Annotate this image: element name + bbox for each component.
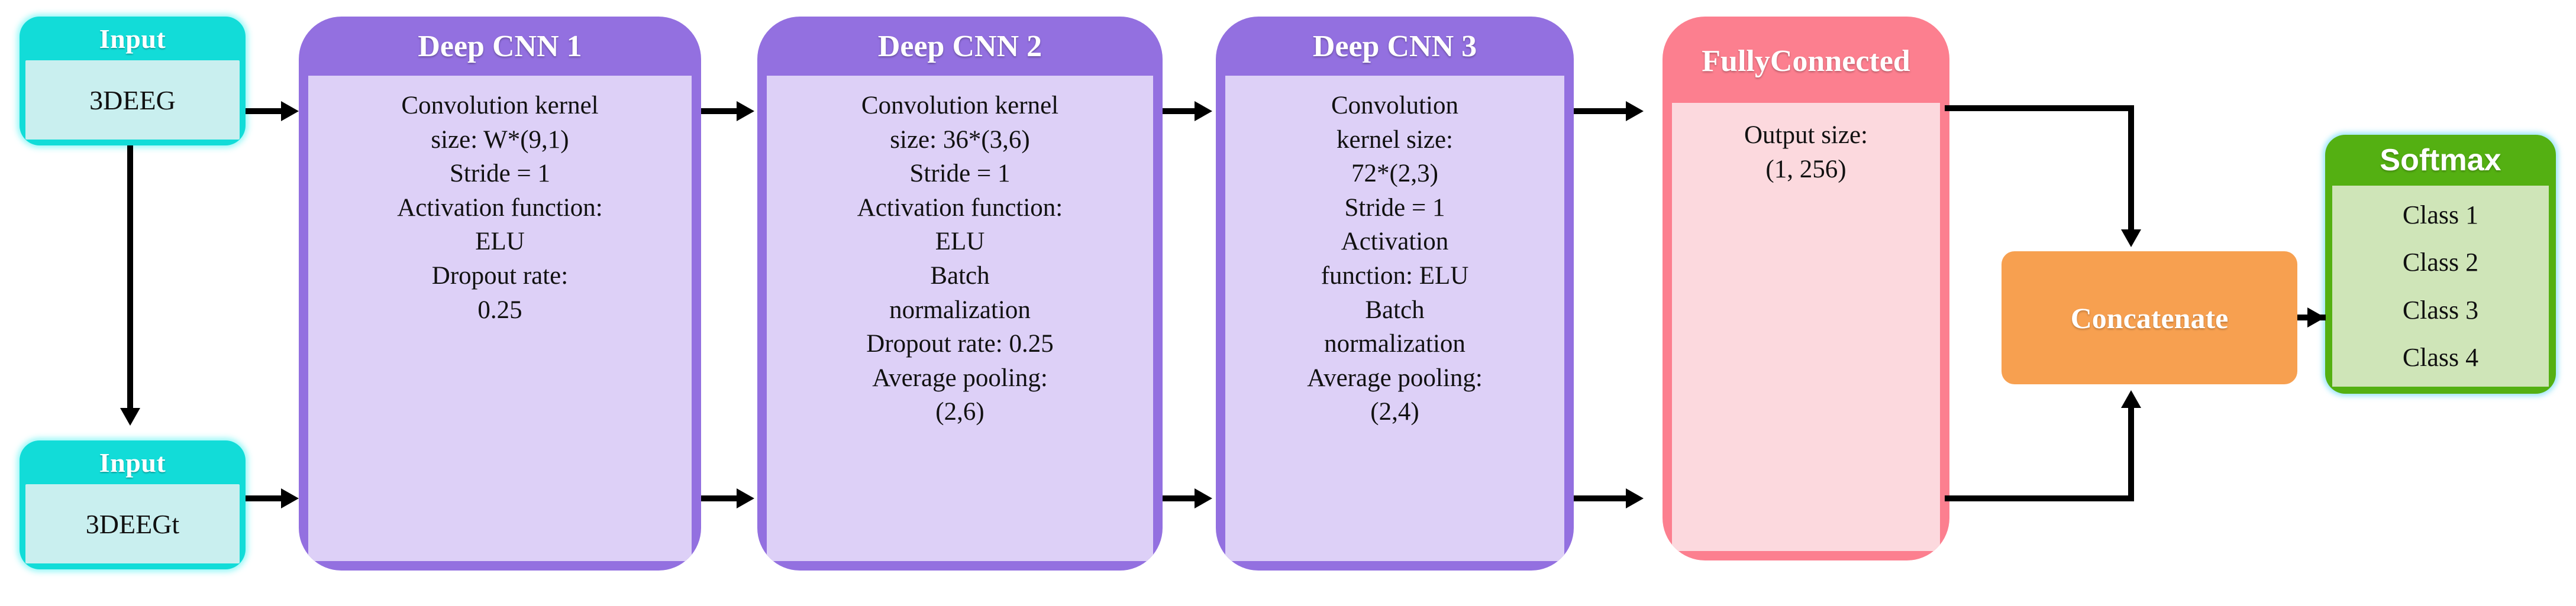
deep-cnn-3-block: Deep CNN 3 Convolution kernel size: 72*(… [1216, 17, 1574, 571]
deep-cnn-2-line: Stride = 1 [909, 160, 1011, 188]
arrow-line-input1-to-cnn1 [246, 108, 283, 114]
deep-cnn-2-line: Dropout rate: 0.25 [866, 330, 1054, 358]
arrow-head-fc-top-to-concatenate [2121, 229, 2141, 247]
deep-cnn-3-line: kernel size: [1337, 125, 1453, 154]
softmax-class-item: Class 2 [2402, 248, 2479, 277]
arrow-line-cnn1-to-cnn2-top [701, 108, 739, 114]
arrow-head-concatenate-to-softmax [2307, 307, 2325, 328]
arrow-head-input1-to-input2 [120, 408, 140, 426]
deep-cnn-2-line: normalization [889, 296, 1031, 324]
arrow-line-fc-top-vertical [2128, 105, 2134, 231]
fully-connected-header-line1: Fully [1702, 44, 1770, 78]
deep-cnn-2-body: Convolution kernel size: 36*(3,6) Stride… [767, 76, 1153, 561]
fully-connected-body: Output size: (1, 256) [1672, 103, 1940, 551]
arrow-head-cnn2-to-cnn3-top [1195, 101, 1212, 121]
softmax-header: Softmax [2380, 143, 2501, 177]
fully-connected-header: Fully Connected [1663, 17, 1949, 103]
concatenate-block: Concatenate [2002, 251, 2297, 384]
softmax-classes-list: Class 1 Class 2 Class 3 Class 4 [2332, 186, 2549, 387]
arrow-line-cnn2-to-cnn3-bottom [1163, 495, 1197, 501]
deep-cnn-1-line: Dropout rate: [431, 262, 569, 290]
deep-cnn-2-line: Batch [930, 262, 990, 290]
deep-cnn-3-line: 72*(2,3) [1351, 160, 1438, 188]
concatenate-label: Concatenate [2070, 301, 2229, 335]
arrow-line-input2-to-cnn1 [246, 495, 283, 501]
input-block-3deegt: Input 3DEEGt [20, 440, 246, 569]
deep-cnn-3-body: Convolution kernel size: 72*(2,3) Stride… [1225, 76, 1564, 561]
input-block-3deeg-header: Input [99, 23, 166, 54]
softmax-class-item: Class 1 [2402, 200, 2479, 229]
input-block-3deeg-value: 3DEEG [25, 60, 240, 140]
softmax-class-item: Class 4 [2402, 343, 2479, 372]
deep-cnn-3-line: normalization [1324, 330, 1465, 358]
fully-connected-header-line2: Connected [1770, 44, 1910, 78]
fully-connected-line: Output size: [1744, 121, 1868, 149]
deep-cnn-1-line: Stride = 1 [450, 160, 550, 188]
arrow-line-cnn2-to-cnn3-top [1163, 108, 1197, 114]
deep-cnn-3-line: Convolution [1331, 92, 1459, 119]
deep-cnn-3-line: Stride = 1 [1344, 193, 1445, 222]
arrow-head-cnn3-to-fc-bottom [1626, 488, 1644, 508]
softmax-class-item: Class 3 [2402, 295, 2479, 325]
deep-cnn-3-line: (2,4) [1370, 398, 1419, 426]
arrow-line-cnn1-to-cnn2-bottom [701, 495, 739, 501]
arrow-head-cnn1-to-cnn2-bottom [737, 488, 754, 508]
arrow-line-fc-bottom-horizontal [1945, 495, 2134, 501]
deep-cnn-3-line: function: ELU [1321, 262, 1469, 290]
deep-cnn-2-line: size: 36*(3,6) [890, 125, 1030, 154]
arrow-head-cnn1-to-cnn2-top [737, 101, 754, 121]
deep-cnn-3-line: Average pooling: [1307, 364, 1483, 392]
deep-cnn-1-line: Convolution kernel [401, 92, 599, 119]
deep-cnn-3-line: Activation [1341, 228, 1449, 256]
deep-cnn-3-line: Batch [1365, 296, 1425, 324]
arrow-line-cnn3-to-fc-top [1574, 108, 1627, 114]
deep-cnn-1-body: Convolution kernel size: W*(9,1) Stride … [308, 76, 692, 561]
arrow-line-cnn3-to-fc-bottom [1574, 495, 1627, 501]
arrow-head-cnn2-to-cnn3-bottom [1195, 488, 1212, 508]
deep-cnn-2-line: Activation function: [857, 193, 1063, 222]
deep-cnn-1-line: Activation function: [397, 193, 603, 222]
deep-cnn-2-line: Convolution kernel [861, 92, 1059, 119]
deep-cnn-2-line: ELU [935, 228, 985, 256]
input-block-3deeg: Input 3DEEG [20, 17, 246, 145]
deep-cnn-2-header: Deep CNN 2 [877, 29, 1042, 63]
deep-cnn-2-line: Average pooling: [872, 364, 1048, 392]
deep-cnn-1-line: size: W*(9,1) [431, 125, 569, 154]
fully-connected-line: (1, 256) [1765, 155, 1847, 183]
arrow-head-input1-to-cnn1 [281, 101, 299, 121]
input-block-3deegt-header: Input [99, 447, 166, 478]
arrow-line-fc-bottom-vertical [2128, 407, 2134, 498]
deep-cnn-1-line: 0.25 [477, 296, 522, 324]
deep-cnn-1-line: ELU [475, 228, 525, 256]
arrow-head-cnn3-to-fc-top [1626, 101, 1644, 121]
deep-cnn-2-line: (2,6) [935, 398, 984, 426]
deep-cnn-1-header: Deep CNN 1 [418, 29, 582, 63]
deep-cnn-3-header: Deep CNN 3 [1312, 29, 1477, 63]
arrow-head-input2-to-cnn1 [281, 488, 299, 508]
arrow-line-fc-top-horizontal [1945, 105, 2134, 111]
arrow-line-input1-to-input2 [127, 145, 133, 410]
deep-cnn-2-block: Deep CNN 2 Convolution kernel size: 36*(… [757, 17, 1163, 571]
input-block-3deegt-value: 3DEEGt [25, 484, 240, 563]
arrow-head-fc-bottom-to-concatenate [2121, 390, 2141, 408]
deep-cnn-1-block: Deep CNN 1 Convolution kernel size: W*(9… [299, 17, 701, 571]
fully-connected-block: Fully Connected Output size: (1, 256) [1663, 17, 1949, 560]
softmax-block: Softmax Class 1 Class 2 Class 3 Class 4 [2325, 135, 2556, 394]
